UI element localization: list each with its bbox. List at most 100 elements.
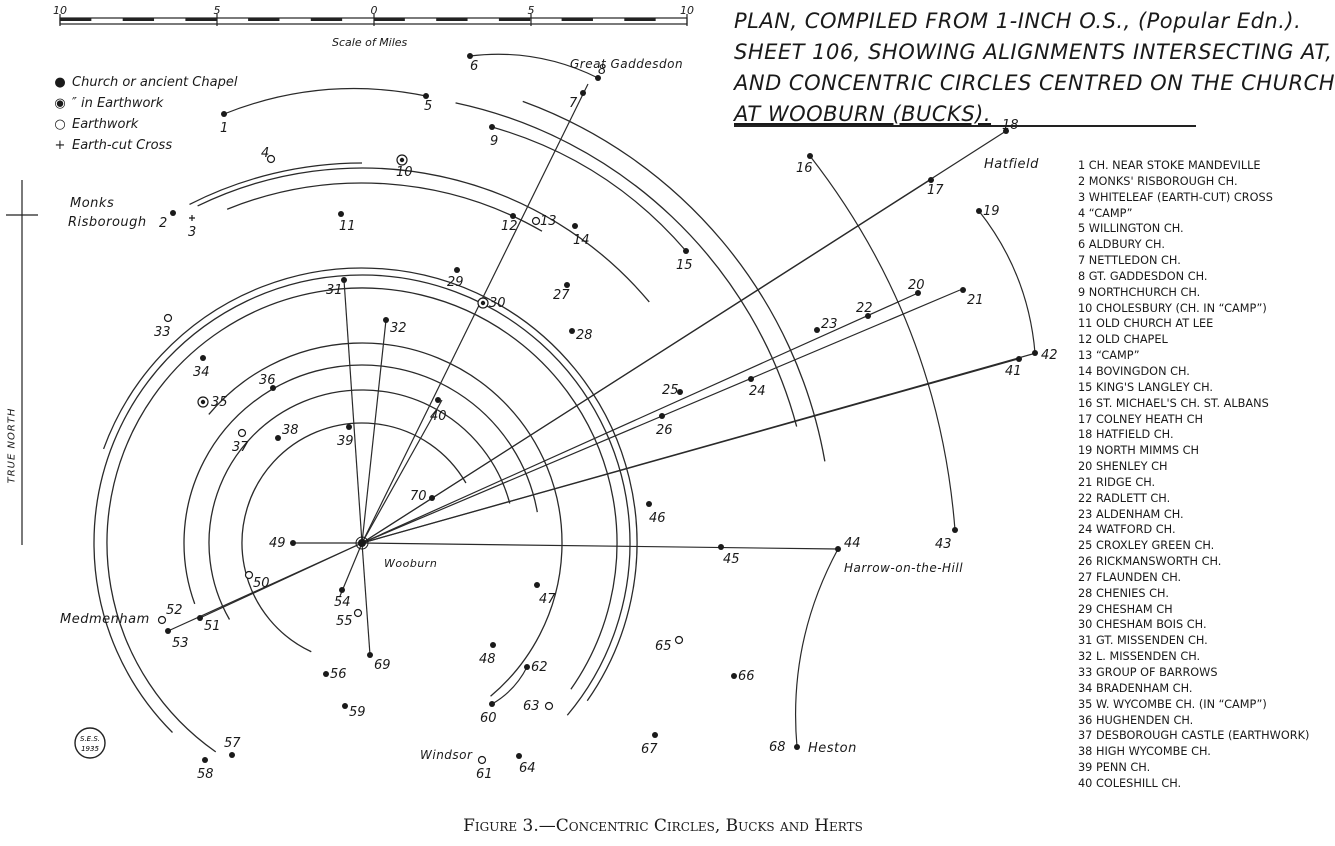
earthwork-icon (244, 570, 254, 580)
church-icon (928, 177, 934, 183)
church-icon (341, 277, 347, 283)
scale-bar-segment (373, 18, 405, 21)
site-33: 33 (154, 313, 173, 340)
site-number: 66 (738, 669, 755, 684)
concentric-circles (93, 100, 826, 753)
site-number: 50 (253, 576, 270, 591)
site-number: 41 (1005, 364, 1022, 379)
place-label-heston: Heston (808, 741, 857, 756)
site-9: 9 (489, 124, 498, 149)
site-6: 6 (467, 53, 478, 74)
site-27: 27 (553, 282, 570, 303)
church-icon (467, 53, 473, 59)
alignment-line (361, 83, 589, 544)
key-item: 5 WILLINGTON CH. (1078, 222, 1184, 236)
key-item: 25 CROXLEY GREEN CH. (1078, 539, 1215, 553)
key-item: 16 ST. MICHAEL'S CH. ST. ALBANS (1078, 396, 1269, 410)
site-59: 59 (342, 703, 366, 720)
key-item: 2 MONKS' RISBOROUGH CH. (1078, 174, 1238, 188)
church-icon (367, 652, 373, 658)
site-number: 21 (967, 293, 984, 308)
church-icon (718, 544, 724, 550)
church-icon (748, 376, 754, 382)
site-number: 49 (269, 536, 286, 551)
site-15: 15 (676, 248, 693, 273)
site-63: 63 (523, 699, 554, 714)
title-rule (734, 125, 1196, 127)
site-22: 22 (856, 301, 873, 319)
site-number: 42 (1041, 348, 1058, 363)
site-number: 17 (927, 183, 944, 198)
legend-label: Earth-cut Cross (72, 138, 173, 153)
title-line-2: SHEET 106, SHOWING ALIGNMENTS INTERSECTI… (734, 40, 1333, 64)
key-item: 20 SHENLEY CH (1078, 460, 1168, 474)
key-item: 29 CHESHAM CH (1078, 602, 1173, 616)
scale-bar-segment (561, 18, 593, 21)
site-number: 62 (531, 660, 548, 675)
site-number: 30 (489, 296, 506, 311)
site-54: 54 (334, 587, 351, 610)
site-53: 53 (165, 628, 189, 651)
site-39: 39 (337, 424, 354, 449)
site-70: 70 (410, 489, 435, 504)
site-58: 58 (197, 757, 214, 782)
church-icon (652, 732, 658, 738)
site-number: 36 (259, 373, 276, 388)
site-number: 69 (374, 658, 391, 673)
site-65: 65 (655, 635, 684, 654)
church-icon (200, 355, 206, 361)
church-icon (339, 587, 345, 593)
site-number: 45 (723, 552, 740, 567)
key-item: 22 RADLETT CH. (1078, 491, 1171, 505)
site-number: 8 (598, 63, 606, 78)
site-number: 40 (430, 409, 447, 424)
church-icon (659, 413, 665, 419)
key-item: 6 ALDBURY CH. (1078, 238, 1165, 252)
church-icon (516, 753, 522, 759)
church-icon (569, 328, 575, 334)
site-number: 59 (349, 705, 366, 720)
site-55: 55 (336, 608, 363, 629)
site-number: 32 (390, 321, 407, 336)
church-icon (165, 628, 171, 634)
church-icon (960, 287, 966, 293)
circle-r11 (455, 102, 798, 427)
site-37: 37 (232, 428, 249, 455)
church-icon (423, 93, 429, 99)
site-1: 1 (220, 111, 228, 136)
site-60: 60 (480, 701, 497, 726)
alignment-arc (795, 548, 839, 748)
title-line-3: AND CONCENTRIC CIRCLES CENTRED ON THE CH… (734, 71, 1335, 95)
site-number: 22 (856, 301, 873, 316)
alignment-line (339, 542, 363, 597)
church-icon (564, 282, 570, 288)
circle-r2 (208, 389, 511, 620)
scale-label: Scale of Miles (332, 36, 408, 49)
alignment-arc (491, 666, 528, 705)
site-number: 28 (576, 328, 593, 343)
key-item: 18 HATFIELD CH. (1078, 428, 1174, 442)
site-number: 15 (676, 258, 693, 273)
circle-r10 (189, 162, 363, 205)
alignment-line (361, 542, 371, 656)
key-item: 30 CHESHAM BOIS CH. (1078, 618, 1207, 632)
scale-bar-segment (498, 18, 531, 21)
key-item: 31 GT. MISSENDEN CH. (1078, 634, 1208, 648)
site-11: 11 (338, 211, 356, 234)
church-icon (524, 664, 530, 670)
place-label-medmenham: Medmenham (60, 612, 150, 627)
key-item: 36 HUGHENDEN CH. (1078, 713, 1194, 727)
church-icon (229, 752, 235, 758)
site-34: 34 (193, 355, 210, 380)
map-title: PLAN, COMPILED FROM 1-INCH O.S., (Popula… (734, 6, 1335, 130)
site-number: 65 (655, 639, 672, 654)
site-28: 28 (569, 328, 593, 343)
site-number: 60 (480, 711, 497, 726)
true-north-label: TRUE NORTH (6, 407, 18, 484)
earthwork-icon (353, 608, 363, 618)
site-38: 38 (275, 423, 299, 441)
church-icon (683, 248, 689, 254)
scale-bar-segment (436, 18, 468, 21)
